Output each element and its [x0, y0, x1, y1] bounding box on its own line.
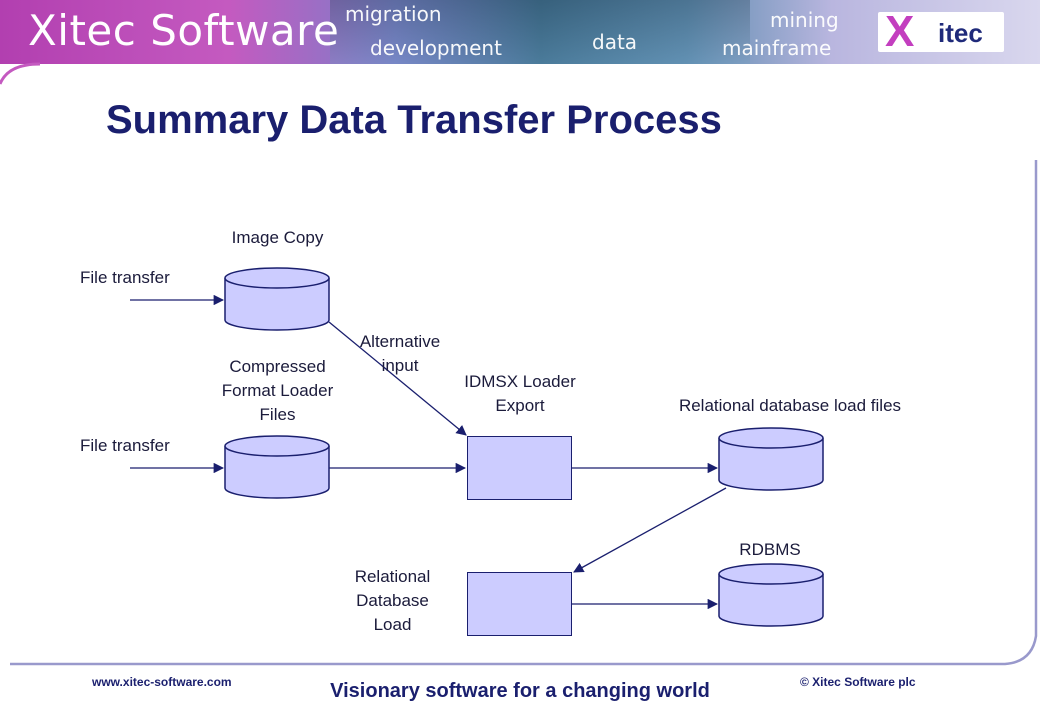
image-copy-cylinder	[224, 267, 330, 331]
relational-load-files-label: Relational database load files	[678, 396, 902, 415]
footer-copyright: © Xitec Software plc	[800, 675, 916, 689]
brand-name: Xitec Software	[28, 6, 340, 55]
compressed-files-label: Compressed Format Loader Files	[221, 357, 334, 424]
compressed-files-cylinder	[224, 435, 330, 499]
banner-word-data: data	[592, 30, 638, 54]
file-transfer-label-1: File transfer	[80, 268, 170, 287]
page-title: Summary Data Transfer Process	[106, 98, 722, 142]
relational-db-load-label: Relational Database Load	[354, 567, 431, 634]
logo-mark: X	[885, 7, 915, 56]
banner-word-migration: migration	[345, 2, 442, 26]
banner-photo-tint	[330, 0, 750, 64]
footer-tagline: Visionary software for a changing world	[330, 680, 710, 702]
banner-word-mainframe: mainframe	[722, 36, 832, 60]
footer-url-link[interactable]: www.xitec-software.com	[92, 675, 232, 689]
footer-curve	[10, 160, 1038, 666]
image-copy-label: Image Copy	[231, 228, 324, 247]
logo-backdrop	[878, 12, 1004, 52]
relational-db-load-box	[467, 572, 572, 636]
load-files-to-db-load-arrow	[573, 487, 727, 573]
rdbms-cylinder	[718, 563, 824, 627]
logo-text: itec	[938, 18, 983, 48]
header-corner-curve	[0, 62, 41, 85]
alternative-input-label: Alternative input	[359, 332, 441, 375]
banner-word-mining: mining	[770, 8, 839, 32]
relational-load-files-cylinder	[718, 427, 824, 491]
file-transfer-label-2: File transfer	[80, 436, 170, 455]
alternative-input-arrow	[328, 321, 467, 436]
idmsx-export-box	[467, 436, 572, 500]
rdbms-label: RDBMS	[739, 540, 801, 559]
idmsx-export-label: IDMSX Loader Export	[464, 372, 576, 415]
header-banner: Xitec Software migration development dat…	[0, 0, 1040, 64]
banner-word-development: development	[370, 36, 502, 60]
